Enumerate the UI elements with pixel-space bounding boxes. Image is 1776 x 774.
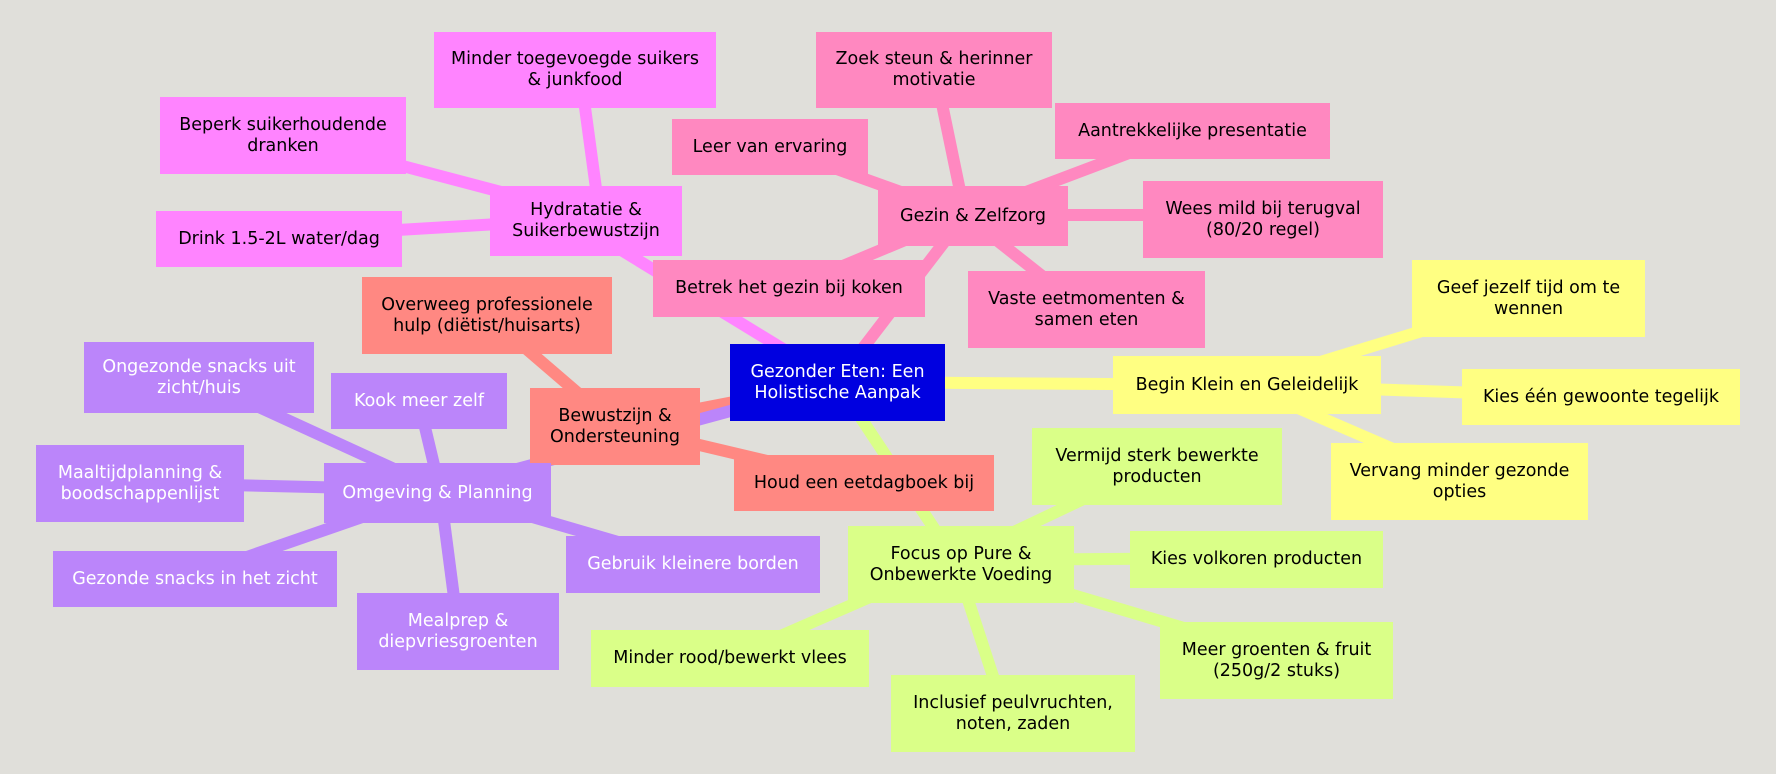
branch-hydratatie: Hydratatie & Suikerbewustzijn	[490, 186, 682, 256]
node-ongezonde-snacks: Ongezonde snacks uit zicht/huis	[84, 342, 314, 413]
node-gezonde-snacks: Gezonde snacks in het zicht	[53, 551, 337, 607]
branch-bewustzijn: Bewustzijn & Ondersteuning	[530, 388, 700, 465]
node-wees-mild: Wees mild bij terugval (80/20 regel)	[1143, 181, 1383, 258]
node-kleinere-borden: Gebruik kleinere borden	[566, 536, 820, 593]
branch-begin: Begin Klein en Geleidelijk	[1113, 356, 1381, 414]
node-geef-jezelf-tijd: Geef jezelf tijd om te wennen	[1412, 260, 1645, 337]
node-eetdagboek: Houd een eetdagboek bij	[734, 455, 994, 511]
node-zoek-steun: Zoek steun & herinner motivatie	[816, 32, 1052, 108]
node-aantrekkelijke-presentatie: Aantrekkelijke presentatie	[1055, 103, 1330, 159]
branch-omgeving: Omgeving & Planning	[324, 463, 551, 523]
node-beperk-suikerhoudende-dranken: Beperk suikerhoudende dranken	[160, 97, 406, 174]
node-drink-water: Drink 1.5-2L water/dag	[156, 211, 402, 267]
branch-focus: Focus op Pure & Onbewerkte Voeding	[848, 526, 1074, 603]
node-meer-groenten-fruit: Meer groenten & fruit (250g/2 stuks)	[1160, 622, 1393, 699]
node-minder-vlees: Minder rood/bewerkt vlees	[591, 630, 869, 687]
node-leer-van-ervaring: Leer van ervaring	[672, 119, 868, 175]
node-vermijd-bewerkte-producten: Vermijd sterk bewerkte producten	[1032, 428, 1282, 505]
node-vervang-opties: Vervang minder gezonde opties	[1331, 443, 1588, 520]
node-betrek-het-gezin: Betrek het gezin bij koken	[653, 260, 925, 317]
branch-gezin: Gezin & Zelfzorg	[878, 186, 1068, 246]
node-minder-toegevoegde-suikers: Minder toegevoegde suikers & junkfood	[434, 32, 716, 108]
node-vaste-eetmomenten: Vaste eetmomenten & samen eten	[968, 271, 1205, 348]
node-kies-volkoren: Kies volkoren producten	[1130, 531, 1383, 588]
node-kook-meer-zelf: Kook meer zelf	[331, 373, 507, 429]
node-peulvruchten: Inclusief peulvruchten, noten, zaden	[891, 675, 1135, 752]
node-kies-een-gewoonte: Kies één gewoonte tegelijk	[1462, 369, 1740, 425]
root-node: Gezonder Eten: Een Holistische Aanpak	[730, 344, 945, 421]
node-mealprep: Mealprep & diepvriesgroenten	[357, 593, 559, 670]
node-maaltijdplanning: Maaltijdplanning & boodschappenlijst	[36, 445, 244, 522]
node-professionele-hulp: Overweeg professionele hulp (diëtist/hui…	[362, 277, 612, 354]
